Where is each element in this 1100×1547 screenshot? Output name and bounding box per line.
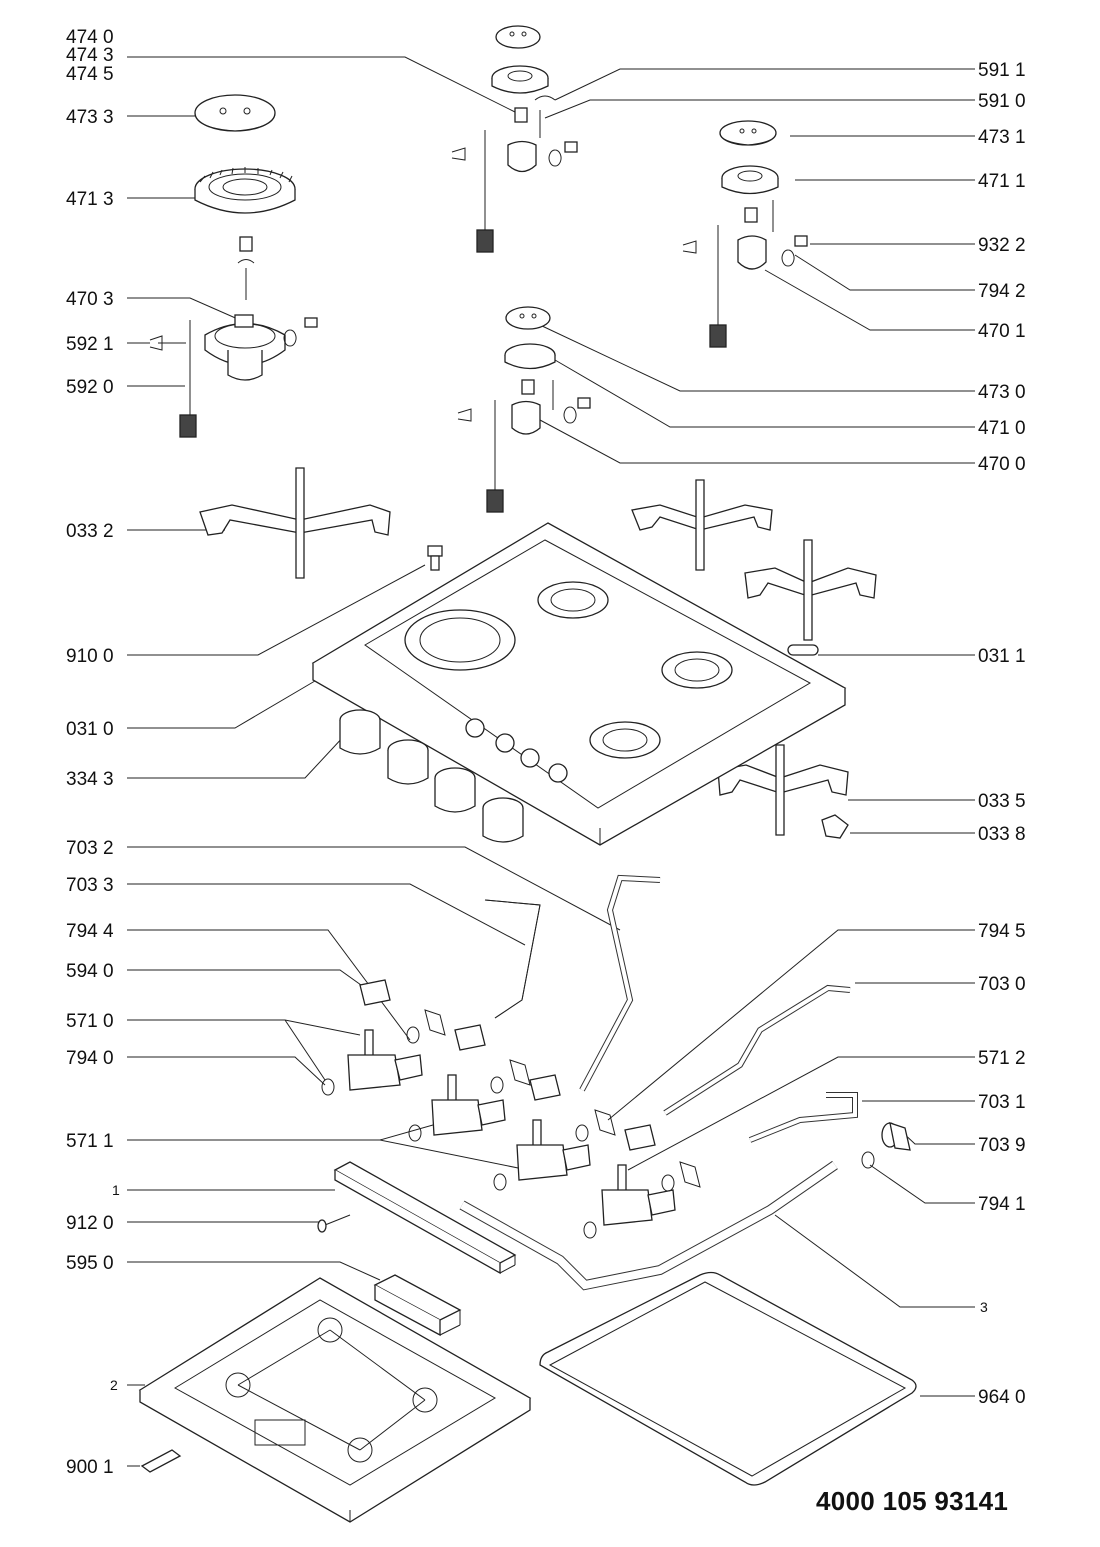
label-571-2: 571 2 <box>978 1048 1026 1069</box>
burner-base-small-top <box>507 95 578 173</box>
burner-cap-center <box>505 306 551 330</box>
pan-support-bottom-right <box>717 744 849 836</box>
gasket-964 <box>539 1271 917 1486</box>
hob-top-plate <box>311 522 847 846</box>
document-number: 4000 105 93141 <box>816 1486 1009 1516</box>
label-592-1: 592 1 <box>66 334 114 355</box>
label-2: 2 <box>110 1377 118 1393</box>
label-473-0: 473 0 <box>978 382 1026 403</box>
label-703-2: 703 2 <box>66 838 114 859</box>
pan-support-top-right <box>631 479 773 571</box>
thermocouple-top <box>451 130 494 253</box>
right-label-column: 591 1 591 0 473 1 471 1 932 2 794 2 470 … <box>978 60 1026 1408</box>
burner-cap-right <box>719 120 777 146</box>
burner-ring-large <box>194 167 296 214</box>
valve-571-1-b <box>516 1119 591 1181</box>
knob-2 <box>387 739 429 785</box>
label-703-3: 703 3 <box>66 875 114 896</box>
thermocouple-left <box>149 320 197 438</box>
pipe-703-0 <box>663 984 851 1116</box>
label-031-0: 031 0 <box>66 719 114 740</box>
label-594-0: 594 0 <box>66 961 114 982</box>
label-571-1: 571 1 <box>66 1131 114 1152</box>
label-473-3: 473 3 <box>66 107 114 128</box>
thermocouple-center <box>457 400 504 513</box>
valve-571-2 <box>601 1164 676 1226</box>
label-471-1: 471 1 <box>978 171 1026 192</box>
label-470-0: 470 0 <box>978 454 1026 475</box>
label-912-0: 912 0 <box>66 1213 114 1234</box>
label-932-2: 932 2 <box>978 235 1026 256</box>
label-334-3: 334 3 <box>66 769 114 790</box>
screw-912 <box>317 1214 351 1233</box>
label-031-1: 031 1 <box>978 646 1026 667</box>
label-794-5: 794 5 <box>978 921 1026 942</box>
ignition-rail-1 <box>333 1161 517 1275</box>
pipe-703-2 <box>579 874 661 1092</box>
label-794-0: 794 0 <box>66 1048 114 1069</box>
burner-cap-small-top <box>495 25 541 49</box>
burner-ring-small-top <box>491 65 549 94</box>
knob-4 <box>482 797 524 843</box>
label-033-5: 033 5 <box>978 791 1026 812</box>
valve-clips <box>359 979 701 1188</box>
label-470-1: 470 1 <box>978 321 1026 342</box>
label-591-1: 591 1 <box>978 60 1026 81</box>
pan-support-left <box>199 467 391 579</box>
label-473-1: 473 1 <box>978 127 1026 148</box>
label-703-0: 703 0 <box>978 974 1026 995</box>
pipe-703-1 <box>748 1092 858 1143</box>
label-474-0: 474 0 <box>66 27 114 48</box>
label-471-3: 471 3 <box>66 189 114 210</box>
spark-generator-595 <box>373 1274 462 1337</box>
clip-033-8 <box>821 814 849 839</box>
knob-1 <box>339 709 381 755</box>
bottom-tray-2 <box>138 1277 532 1523</box>
label-474-3: 474 3 <box>66 45 114 66</box>
sealing-rings <box>321 1026 675 1239</box>
label-470-3: 470 3 <box>66 289 114 310</box>
ring-794-1 <box>861 1151 875 1169</box>
label-910-0: 910 0 <box>66 646 114 667</box>
leader-lines <box>127 56 975 1467</box>
burner-ring-center <box>504 343 556 370</box>
label-794-2: 794 2 <box>978 281 1026 302</box>
valve-571-1-a <box>431 1074 506 1136</box>
burner-base-right <box>737 200 808 270</box>
label-3: 3 <box>980 1299 988 1315</box>
injector-large <box>237 236 255 300</box>
valve-571-0 <box>347 1029 423 1091</box>
label-703-1: 703 1 <box>978 1092 1026 1113</box>
label-964-0: 964 0 <box>978 1387 1026 1408</box>
pipe-703-3 <box>484 899 541 1019</box>
thermocouple-right <box>682 225 727 348</box>
screw-910 <box>427 545 443 571</box>
label-595-0: 595 0 <box>66 1253 114 1274</box>
label-794-4: 794 4 <box>66 921 114 942</box>
label-033-8: 033 8 <box>978 824 1026 845</box>
elbow-703-9 <box>881 1122 911 1151</box>
label-1: 1 <box>112 1182 120 1198</box>
gas-rail-3 <box>459 1160 838 1291</box>
left-label-column: 474 0 474 3 474 5 473 3 471 3 470 3 592 … <box>66 27 120 1478</box>
label-474-5: 474 5 <box>66 64 114 85</box>
burner-ring-right <box>721 165 779 195</box>
label-471-0: 471 0 <box>978 418 1026 439</box>
pan-support-right <box>744 539 877 641</box>
burner-base-large <box>204 314 318 381</box>
label-591-0: 591 0 <box>978 91 1026 112</box>
label-900-1: 900 1 <box>66 1457 114 1478</box>
knob-3 <box>434 767 476 813</box>
label-703-9: 703 9 <box>978 1135 1026 1156</box>
label-794-1: 794 1 <box>978 1194 1026 1215</box>
burner-cap-large <box>194 94 276 132</box>
label-033-2: 033 2 <box>66 521 114 542</box>
clip-900-1 <box>140 1449 182 1473</box>
label-592-0: 592 0 <box>66 377 114 398</box>
label-571-0: 571 0 <box>66 1011 114 1032</box>
burner-base-center <box>511 379 591 435</box>
